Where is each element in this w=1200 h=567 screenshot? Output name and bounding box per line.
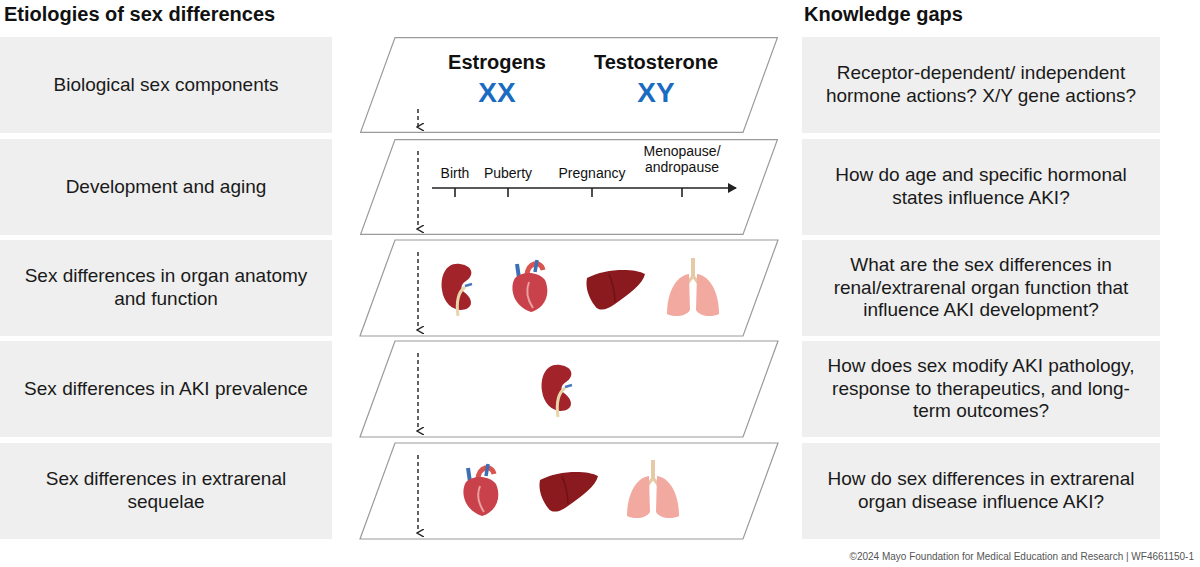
question-text: How does sex modify AKI pathology, respo… bbox=[814, 355, 1148, 423]
etiology-box: Development and aging bbox=[0, 139, 332, 235]
timeline-label: Menopause/ andropause bbox=[640, 143, 724, 175]
etiology-box: Biological sex components bbox=[0, 37, 332, 133]
knowledge-gap-box: How do age and specific hormonal states … bbox=[802, 139, 1160, 235]
knowledge-gap-box: How does sex modify AKI pathology, respo… bbox=[802, 341, 1160, 437]
knowledge-gap-box: Receptor-dependent/ independent hormone … bbox=[802, 37, 1160, 133]
question-text: How do age and specific hormonal states … bbox=[814, 164, 1148, 210]
question-text: How do sex differences in extrarenal org… bbox=[814, 468, 1148, 514]
etiology-box: Sex differences in organ anatomy and fun… bbox=[0, 240, 332, 336]
etiology-text: Sex differences in AKI prevalence bbox=[24, 378, 308, 401]
hormone-name: Estrogens bbox=[448, 51, 546, 74]
etiology-text: Sex differences in extrarenal sequelae bbox=[12, 468, 320, 514]
column-heading: Etiologies of sex differences bbox=[4, 3, 275, 26]
chromosome-label: XX bbox=[478, 77, 515, 109]
hormone-name: Testosterone bbox=[594, 51, 718, 74]
copyright-note: ©2024 Mayo Foundation for Medical Educat… bbox=[850, 551, 1194, 562]
timeline-label: Pregnancy bbox=[559, 165, 626, 181]
etiology-text: Biological sex components bbox=[54, 74, 279, 97]
hormone-panel: Estrogens TestosteroneXX XY bbox=[360, 37, 778, 133]
knowledge-gap-box: What are the sex differences in renal/ex… bbox=[802, 240, 1160, 336]
timeline-panel: Birth Puberty Pregnancy Menopause/ andropau… bbox=[360, 139, 778, 235]
column-heading: Knowledge gaps bbox=[804, 3, 963, 26]
etiology-box: Sex differences in extrarenal sequelae bbox=[0, 443, 332, 539]
question-text: Receptor-dependent/ independent hormone … bbox=[814, 62, 1148, 108]
knowledge-gap-box: How do sex differences in extrarenal org… bbox=[802, 443, 1160, 539]
etiology-box: Sex differences in AKI prevalence bbox=[0, 341, 332, 437]
etiology-text: Sex differences in organ anatomy and fun… bbox=[12, 265, 320, 311]
timeline-label: Puberty bbox=[484, 165, 532, 181]
chromosome-label: XY bbox=[637, 77, 674, 109]
question-text: What are the sex differences in renal/ex… bbox=[814, 254, 1148, 322]
etiology-text: Development and aging bbox=[66, 176, 267, 199]
timeline-label: Birth bbox=[441, 165, 470, 181]
